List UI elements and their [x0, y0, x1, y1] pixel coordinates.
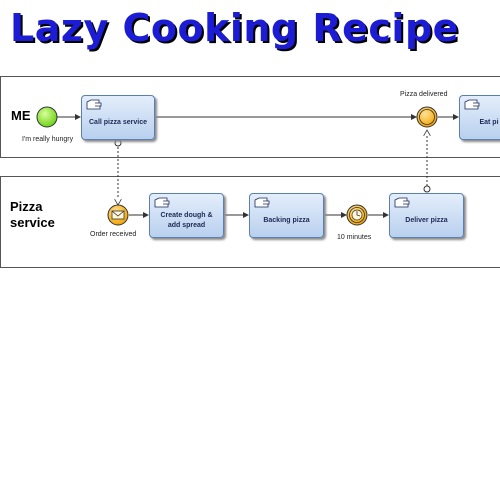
lane-pizza-label-line2: service — [10, 215, 55, 230]
user-task-icon — [254, 197, 270, 208]
lane-me-label: ME — [11, 108, 31, 123]
user-task-icon — [86, 99, 102, 110]
pizza-delivered-event — [416, 106, 438, 128]
pizza-delivered-label: Pizza delivered — [400, 91, 448, 98]
task-label: Create dough & add spread — [160, 211, 213, 229]
task-backing-pizza: Backing pizza — [249, 193, 324, 238]
user-task-icon — [394, 197, 410, 208]
start-event-label: I'm really hungry — [22, 136, 74, 143]
task-call-pizza-service: Call pizza service — [81, 95, 155, 140]
task-label: Deliver pizza — [405, 216, 448, 224]
timer-event-label: 10 minutes — [337, 234, 372, 241]
user-task-icon — [464, 99, 480, 110]
task-label: Call pizza service — [89, 118, 147, 126]
task-create-dough: Create dough & add spread — [149, 193, 224, 238]
task-eat-pizza: Eat pi — [459, 95, 500, 140]
task-label: Backing pizza — [263, 216, 310, 224]
order-received-label: Order received — [90, 231, 137, 238]
task-label: Eat pi — [479, 118, 499, 126]
diagram-title: Lazy Cooking Recipe — [10, 6, 459, 50]
user-task-icon — [154, 197, 170, 208]
start-event — [36, 106, 58, 128]
task-deliver-pizza: Deliver pizza — [389, 193, 464, 238]
lane-pizza-label-line1: Pizza — [10, 199, 43, 214]
lane-pizza-service-label: Pizza service — [10, 199, 55, 231]
